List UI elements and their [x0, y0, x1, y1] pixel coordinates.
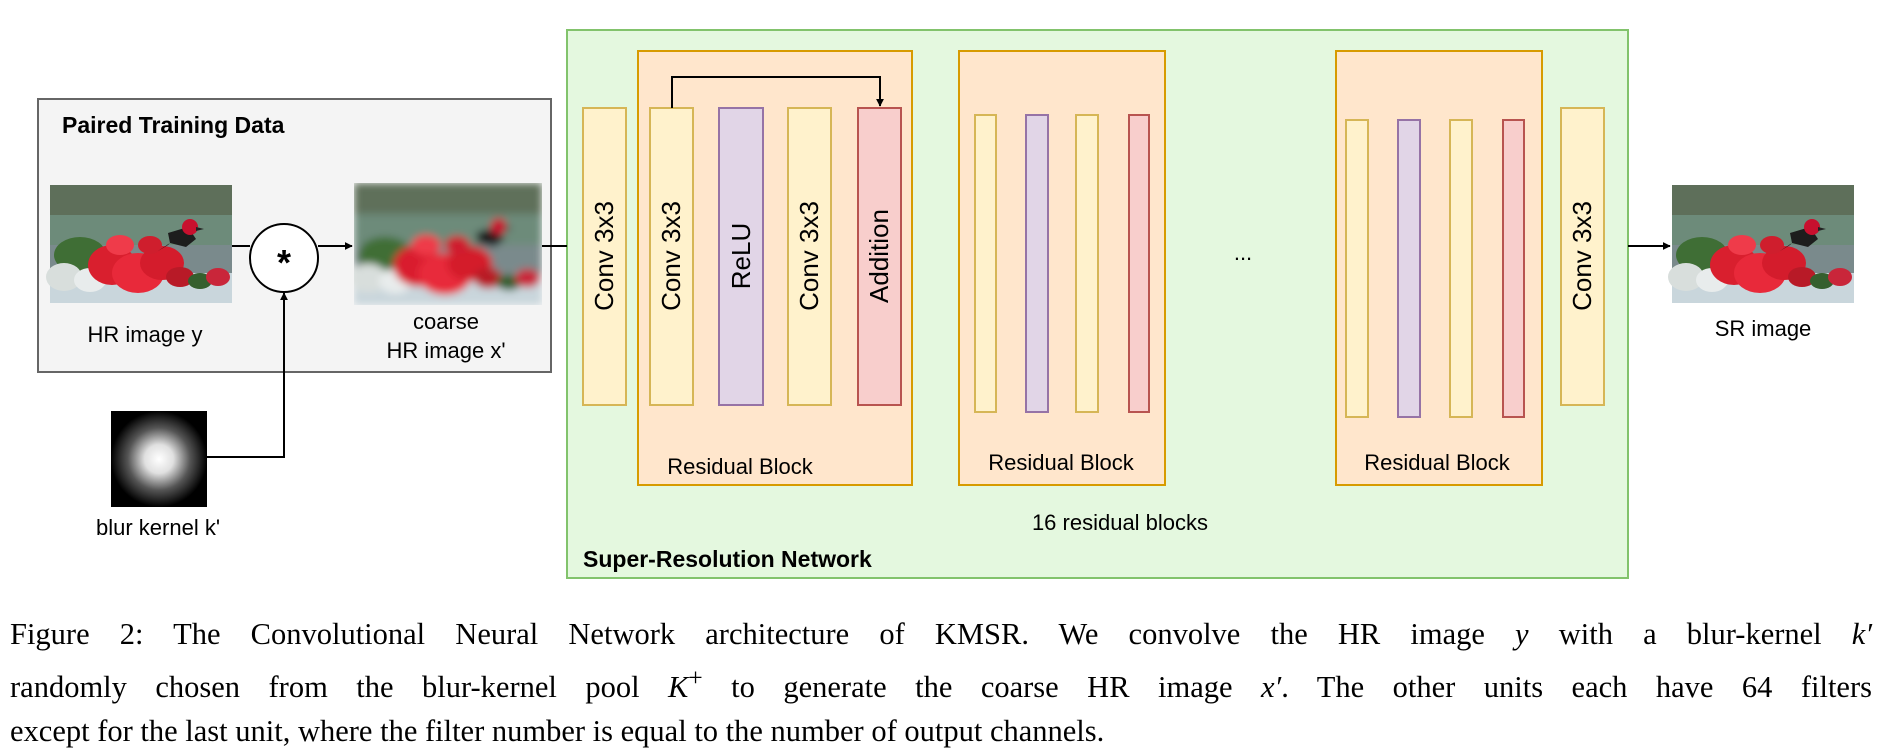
hr-image-thumbnail: [46, 185, 232, 303]
block2-relu: [1025, 114, 1049, 413]
caption-line-1: Figure 2: The Convolutional Neural Netwo…: [10, 617, 1872, 651]
residual-block-1: Conv 3x3 ReLU Conv 3x3 Addition Residual…: [637, 50, 913, 486]
blocks-ellipsis: ...: [1234, 240, 1252, 265]
block2-label: Residual Block: [988, 450, 1135, 475]
block1-conv-b: [787, 107, 832, 406]
block1-conv-a-label: Conv 3x3: [656, 201, 686, 311]
block1-addition-label: Addition: [864, 209, 894, 303]
block1-label: Residual Block: [667, 454, 814, 479]
block2-addition: [1128, 114, 1150, 413]
network-title: Super-Resolution Network: [583, 546, 872, 572]
blur-kernel-image: [111, 411, 207, 507]
block3-relu: [1397, 119, 1421, 418]
sr-image-label: SR image: [1715, 316, 1812, 341]
block2-conv-b: [1075, 114, 1099, 413]
blur-kernel-label: blur kernel k': [96, 515, 220, 540]
convolution-symbol: *: [277, 242, 291, 283]
block3-label: Residual Block: [1364, 450, 1511, 475]
convolution-operator: [249, 223, 319, 293]
residual-block-2: Residual Block: [958, 50, 1166, 486]
block3-addition: [1502, 119, 1525, 418]
coarse-hr-image-thumbnail: [354, 183, 542, 305]
hr-image-label: HR image y: [88, 322, 203, 347]
block1-addition: [857, 107, 902, 406]
kernel-to-conv-arrow: [207, 292, 288, 458]
coarse-image-label-line2: HR image x': [386, 338, 505, 363]
block2-conv-a: [974, 114, 997, 413]
residual-block-3: Residual Block: [1335, 50, 1543, 486]
last-conv-layer: [1560, 107, 1605, 406]
skip-connection-arrow: [671, 76, 884, 108]
block3-conv-a: [1345, 119, 1369, 418]
caption-line-2: randomly chosen from the blur-kernel poo…: [10, 664, 1872, 705]
residual-block-count: 16 residual blocks: [1032, 510, 1208, 535]
figure-caption: Figure 2: The Convolutional Neural Netwo…: [10, 612, 1872, 753]
training-panel-title: Paired Training Data: [62, 112, 285, 138]
first-conv-layer: [582, 107, 627, 406]
caption-line-3: except for the last unit, where the filt…: [10, 714, 1105, 749]
coarse-image-label-line1: coarse: [413, 309, 479, 334]
sr-image-thumbnail: [1668, 185, 1854, 303]
block1-conv-b-label: Conv 3x3: [794, 201, 824, 311]
last-conv-label: Conv 3x3: [1567, 201, 1597, 311]
block1-conv-a: [649, 107, 694, 406]
first-conv-label: Conv 3x3: [589, 201, 619, 311]
block1-relu-label: ReLU: [726, 223, 756, 289]
block3-conv-b: [1449, 119, 1473, 418]
block1-relu: [718, 107, 764, 406]
